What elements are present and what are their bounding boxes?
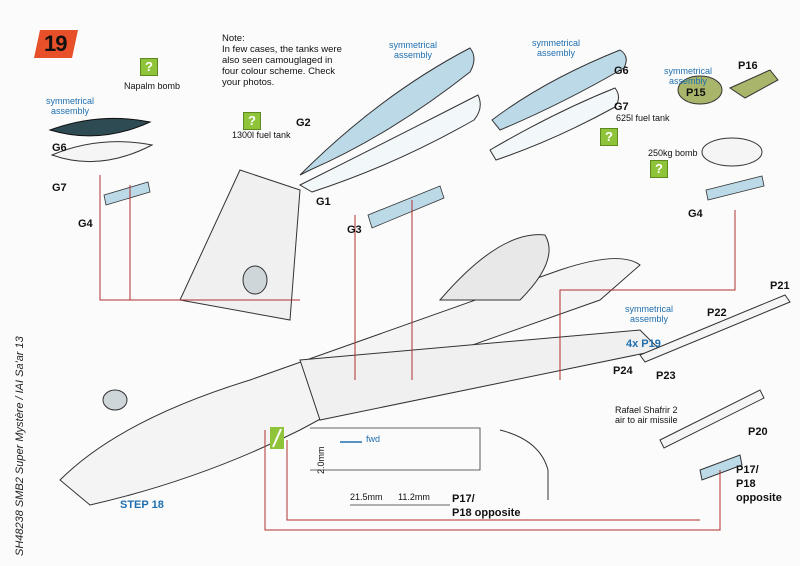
detail-wheel-bay [499, 429, 549, 500]
part-g4-left: G4 [78, 218, 93, 230]
dimension-2mm: 2.0mm [316, 446, 326, 474]
part-p20: P20 [748, 426, 768, 438]
pylon-p17 [699, 454, 743, 481]
symmetrical-assembly-label-napalm: symmetrical assembly [45, 96, 94, 116]
part-p24: P24 [613, 365, 633, 377]
part-p17-inset-line-1: P17/ [452, 493, 475, 505]
fuel-tank-625-label: 625l fuel tank [616, 113, 670, 123]
vertical-wing-left [179, 169, 301, 321]
pylon-g3 [367, 185, 445, 229]
bomb-p15 [677, 75, 723, 105]
bomb-250kg-label: 250kg bomb [648, 148, 698, 158]
part-p22: P22 [707, 307, 727, 319]
tank-1300-top [299, 47, 475, 176]
part-g1: G1 [316, 196, 331, 208]
part-g3: G3 [347, 224, 362, 236]
part-g7-left: G7 [52, 182, 67, 194]
note-line-5: your photos. [222, 77, 275, 88]
pylon-g4-right [705, 175, 765, 201]
part-g4-right: G4 [688, 208, 703, 220]
note-line-4: four colour scheme. Check [222, 66, 335, 77]
step-18-reference: STEP 18 [120, 499, 164, 511]
step-number: 19 [44, 31, 68, 56]
note-line-3: also seen camouglaged in [222, 55, 333, 66]
missile-pylon-p20 [659, 389, 765, 449]
part-p17-inset-line-2: P18 opposite [452, 507, 521, 519]
main-wheel [242, 265, 268, 295]
tank-1300-bottom [298, 94, 481, 193]
reference-question-box-1300: ? [243, 112, 261, 130]
bomb-p16-fins [728, 69, 779, 99]
engine-nacelle [438, 234, 550, 301]
pylon-g4-left [103, 181, 151, 206]
note-line-2: In few cases, the tanks were [222, 44, 342, 55]
napalm-bomb-label: Napalm bomb [124, 81, 181, 91]
dimension-21-5mm: 21.5mm [350, 492, 383, 502]
step-badge-shape [34, 30, 78, 58]
symmetrical-assembly-label-1300: symmetrical assembly [388, 40, 437, 60]
symmetrical-assembly-label-missile: symmetrical assembly [624, 304, 673, 324]
missile-p22 [639, 294, 791, 363]
kit-side-title: SH48238 SMB2 Super Mystère / IAI Sa'ar 1… [14, 336, 26, 556]
fwd-label: fwd [366, 434, 381, 444]
part-g2: G2 [296, 117, 311, 129]
part-g6-left: G6 [52, 142, 67, 154]
hatch-marker-icon [270, 427, 284, 449]
reference-question-box-625: ? [600, 128, 618, 146]
part-p17-right-line-1: P17/ [736, 464, 759, 476]
napalm-bomb-top [48, 117, 152, 137]
reference-question-box-250kg: ? [650, 160, 668, 178]
part-p17-right-line-2: P18 [736, 478, 756, 490]
missile-label-line-1: Rafael Shafrir 2 [615, 405, 678, 415]
note-block: Note: In few cases, the tanks were also … [222, 33, 362, 88]
bomb-250kg [701, 137, 763, 167]
symmetrical-assembly-label-625: symmetrical assembly [531, 38, 580, 58]
part-g7-right: G7 [614, 101, 629, 113]
part-p15: P15 [686, 87, 706, 99]
part-4x-p19: 4x P19 [626, 338, 661, 350]
part-p23: P23 [656, 370, 676, 382]
detail-inset-frame [310, 427, 481, 471]
tank-625-bottom [489, 87, 619, 161]
part-p17-right-line-3: opposite [736, 492, 782, 504]
napalm-bomb-bottom [50, 141, 154, 163]
note-line-1: Note: [222, 33, 245, 44]
part-p21: P21 [770, 280, 790, 292]
fuel-tank-1300-label: 1300l fuel tank [232, 130, 291, 140]
step-badge: 19 [34, 30, 78, 58]
reference-question-box-napalm: ? [140, 58, 158, 76]
part-g6-right: G6 [614, 65, 629, 77]
part-p16: P16 [738, 60, 758, 72]
nose-wheel [102, 389, 128, 411]
guide-lines [99, 175, 736, 531]
missile-label-line-2: air to air missile [615, 415, 678, 425]
dimension-11-2mm: 11.2mm [398, 492, 430, 502]
symmetrical-assembly-label-bomb: symmetrical assembly [663, 66, 712, 86]
tank-625-top [491, 49, 627, 131]
